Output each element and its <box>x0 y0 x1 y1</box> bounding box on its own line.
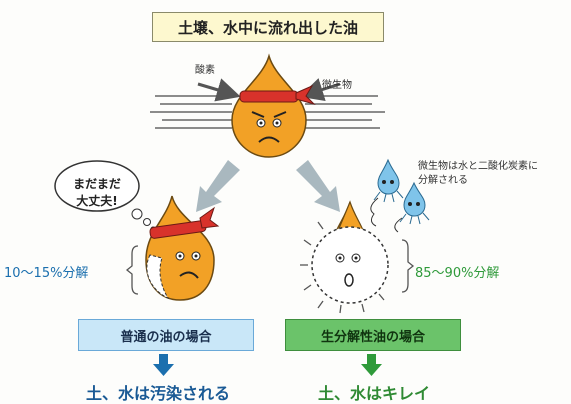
oxygen-arrow <box>197 78 241 102</box>
microbe-note: 微生物は水と二酸化炭素に 分解される <box>418 160 538 188</box>
bubble-text: まだまだ 大丈夫! <box>57 176 137 210</box>
left-bracket <box>125 245 139 295</box>
result-right: 土、水はキレイ <box>318 384 431 403</box>
case-left-box: 普通の油の場合 <box>78 319 254 351</box>
right-percent: 85〜90%分解 <box>415 266 500 281</box>
microbe-label: 微生物 <box>322 80 352 91</box>
left-percent: 10〜15%分解 <box>4 266 89 281</box>
blue-down-arrow <box>153 354 174 376</box>
right-bracket <box>401 239 415 293</box>
bubble-line-1: まだまだ <box>73 177 121 191</box>
bubble-line-2: 大丈夫! <box>76 194 118 208</box>
case-left-label: 普通の油の場合 <box>120 329 212 345</box>
microbe-2 <box>394 181 430 233</box>
microbe-note-line-2: 分解される <box>418 175 468 186</box>
arrow-to-right <box>296 160 340 212</box>
right-dissolved-drop <box>300 200 389 314</box>
top-oil-drop <box>231 53 316 158</box>
microbe-arrow <box>299 78 341 102</box>
green-down-arrow <box>361 354 382 376</box>
case-right-box: 生分解性油の場合 <box>285 319 461 351</box>
microbe-note-line-1: 微生物は水と二酸化炭素に <box>418 161 538 172</box>
left-oil-drop <box>145 195 220 301</box>
microbe-1 <box>370 158 404 227</box>
case-right-label: 生分解性油の場合 <box>320 329 425 345</box>
speech-bubble <box>54 160 140 212</box>
arrow-to-left <box>196 160 240 212</box>
title-text: 土壌、水中に流れ出した油 <box>177 18 358 37</box>
title-box: 土壌、水中に流れ出した油 <box>152 12 384 42</box>
oxygen-label: 酸素 <box>195 65 215 76</box>
result-left: 土、水は汚染される <box>86 384 231 403</box>
